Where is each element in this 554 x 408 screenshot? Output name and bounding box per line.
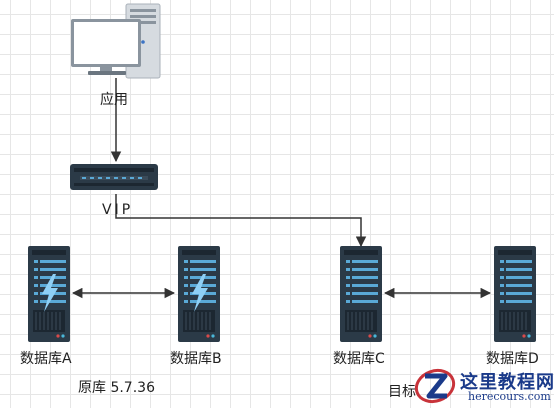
server-icon-db-b <box>177 245 221 343</box>
desktop-computer-icon <box>71 3 161 79</box>
network-switch-icon <box>70 164 158 190</box>
group-label-source: 原库 5.7.36 <box>78 380 155 396</box>
label-vip: VIP <box>102 202 134 218</box>
server-icon-db-a <box>27 245 71 343</box>
label-app: 应用 <box>100 92 128 108</box>
watermark-title: 这里教程网 <box>460 372 554 393</box>
label-db-b: 数据库B <box>170 351 222 367</box>
group-label-target: 目标 <box>388 384 416 400</box>
server-icon-db-d <box>493 245 537 343</box>
label-db-c: 数据库C <box>333 351 385 367</box>
watermark-url: herecours.com <box>468 390 551 403</box>
edge-vip-to-db-c <box>115 194 367 248</box>
watermark-logo-icon <box>414 368 456 404</box>
server-icon-db-c <box>339 245 383 343</box>
label-db-a: 数据库A <box>20 351 72 367</box>
watermark: 这里教程网 herecours.com <box>412 362 554 408</box>
label-db-d: 数据库D <box>486 351 539 367</box>
